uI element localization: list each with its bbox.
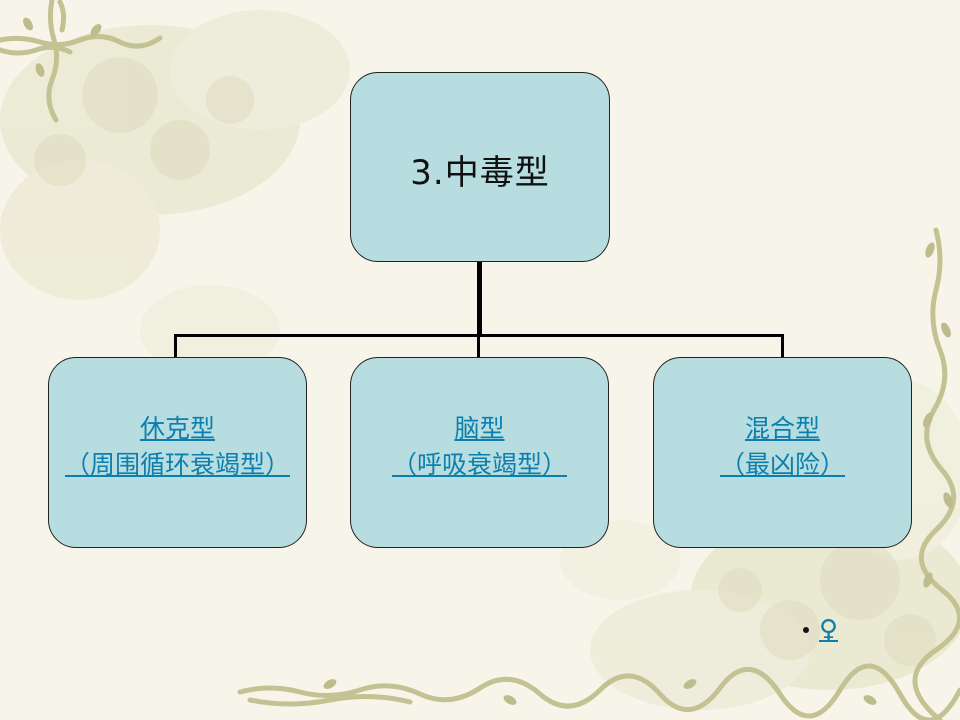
connector-drop-1 [174,334,177,357]
bullet-item: ♀ [803,612,842,648]
connector-root-stem [477,262,482,336]
child-node-shock-type: 休克型 （周围循环衰竭型） [48,357,307,548]
child-1-subtitle-link[interactable]: （周围循环衰竭型） [64,449,290,479]
bullet-symbol-link[interactable]: ♀ [819,615,839,645]
root-node-label: 3.中毒型 [410,152,550,193]
child-1-title-link[interactable]: 休克型 [139,413,215,443]
child-2-subtitle-link[interactable]: （呼吸衰竭型） [391,449,567,479]
connector-drop-3 [781,334,784,357]
child-2-title-link[interactable]: 脑型 [454,413,505,443]
child-3-subtitle-link[interactable]: （最凶险） [719,449,845,479]
child-node-mixed-type: 混合型 （最凶险） [653,357,912,548]
bullet-dot-icon [803,627,809,633]
child-node-brain-type: 脑型 （呼吸衰竭型） [350,357,609,548]
connector-drop-2 [477,334,480,357]
root-node: 3.中毒型 [350,72,610,262]
child-3-title-link[interactable]: 混合型 [744,413,820,443]
